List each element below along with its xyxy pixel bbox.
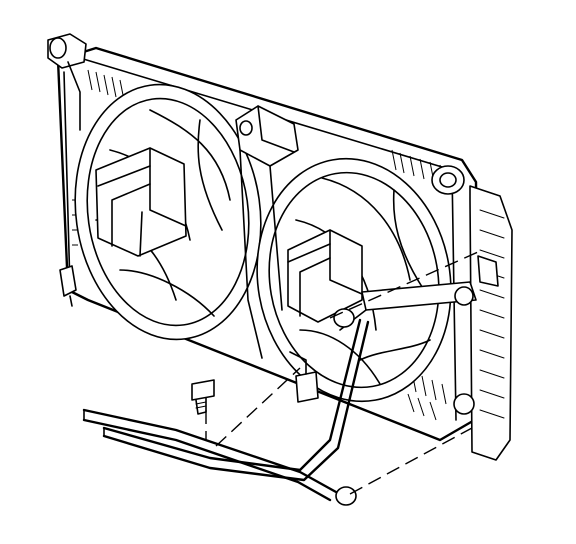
left-lower-mount	[59, 265, 77, 307]
radiator-filler-neck	[47, 33, 87, 131]
shroud-center-bracket	[235, 105, 299, 359]
mounting-bolt	[191, 379, 215, 415]
line-bracket	[289, 351, 319, 403]
right-fan-motor	[287, 229, 363, 323]
shroud-lower-strut	[339, 281, 477, 331]
alignment-lines	[205, 251, 479, 495]
upper-hose-fitting	[477, 255, 499, 287]
left-fan-motor	[95, 147, 187, 257]
cooler-lines	[82, 308, 370, 506]
radiator-right-tank	[431, 165, 513, 461]
